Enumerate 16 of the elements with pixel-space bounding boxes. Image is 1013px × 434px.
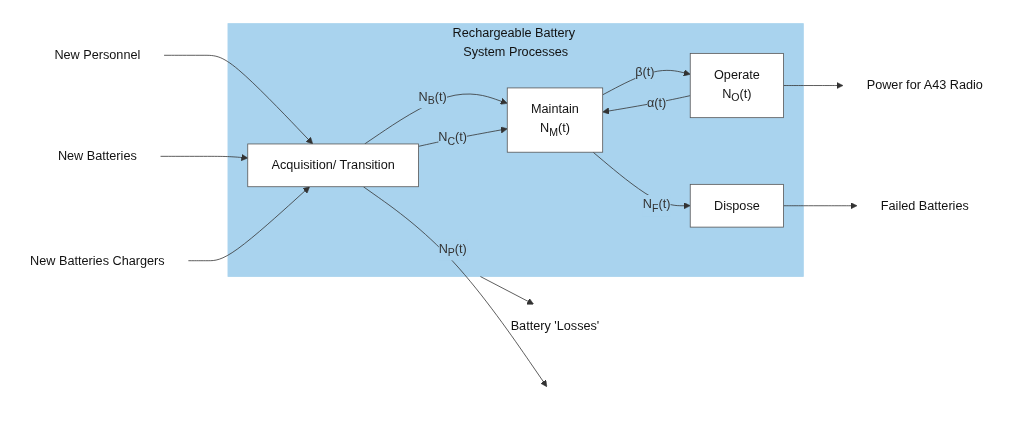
node-text: Power for A43 Radio bbox=[866, 78, 983, 92]
node-box: Acquisition/ Transition bbox=[247, 143, 419, 188]
edge-label: N$_{B}$(t) bbox=[418, 89, 447, 107]
edge-label: N$_{P}$(t) bbox=[438, 241, 467, 259]
node-text: New Batteries bbox=[57, 149, 137, 163]
node-text: Failed Batteries bbox=[880, 198, 969, 213]
node-text: New Batteries Chargers bbox=[30, 253, 165, 268]
node-box: Maintain N$_{M}$(t) bbox=[506, 87, 604, 153]
edge-label: α(t) bbox=[647, 95, 667, 110]
node-text: Battery 'Losses' bbox=[510, 318, 600, 332]
edge-label: β(t) bbox=[635, 65, 655, 79]
node-text: New Personnel bbox=[54, 48, 141, 62]
edge-label: N$_{F}$(t) bbox=[642, 197, 671, 215]
node-box: Dispose bbox=[689, 183, 784, 228]
edge-label: N$_{C}$(t) bbox=[438, 130, 468, 148]
node-box: Operate N$_{O}$(t) bbox=[689, 53, 784, 119]
